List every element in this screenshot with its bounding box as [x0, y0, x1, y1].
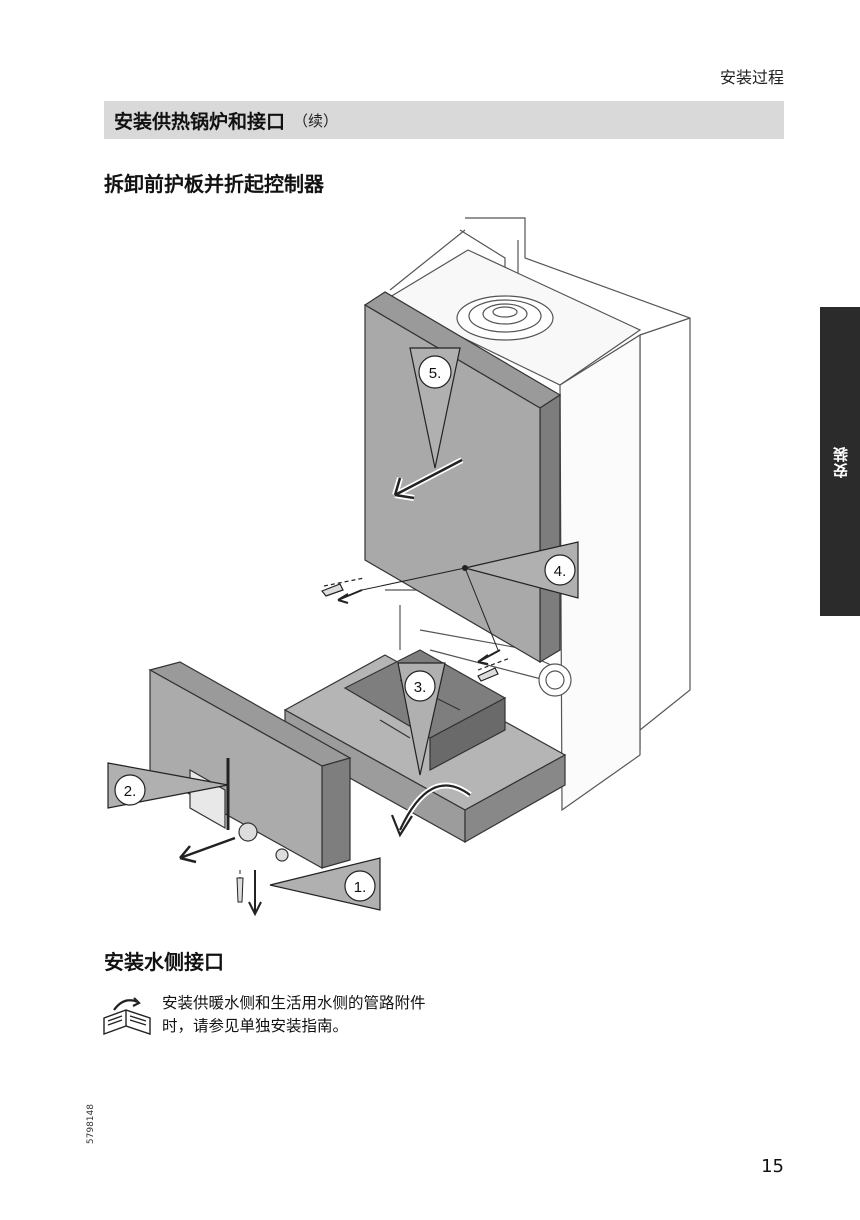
reference-note-text: 安装供暖水侧和生活用水侧的管路附件时，请参见单独安装指南。 [162, 994, 426, 1035]
book-reference-icon [103, 997, 151, 1035]
section-continued: （续） [293, 111, 339, 130]
step-4-label: 4. [554, 563, 567, 580]
boiler-illustration: 5. 4. 3. [100, 210, 700, 934]
section-title-bar: 安装供热锅炉和接口 （续） [104, 101, 784, 139]
step-1-label: 1. [354, 879, 367, 896]
document-code: 5798148 [86, 1104, 96, 1145]
step-2-label: 2. [124, 783, 137, 800]
subsection-title-water: 安装水侧接口 [104, 950, 224, 974]
page-number: 15 [761, 1156, 784, 1177]
section-title: 安装供热锅炉和接口 [114, 110, 286, 133]
subsection-title: 拆卸前护板并折起控制器 [104, 172, 324, 196]
side-tab-label: 安装 [831, 445, 850, 478]
side-tab: 安装 [820, 307, 860, 616]
step-3-label: 3. [414, 679, 427, 696]
header-chapter: 安装过程 [719, 68, 784, 87]
step-5-label: 5. [429, 365, 442, 382]
